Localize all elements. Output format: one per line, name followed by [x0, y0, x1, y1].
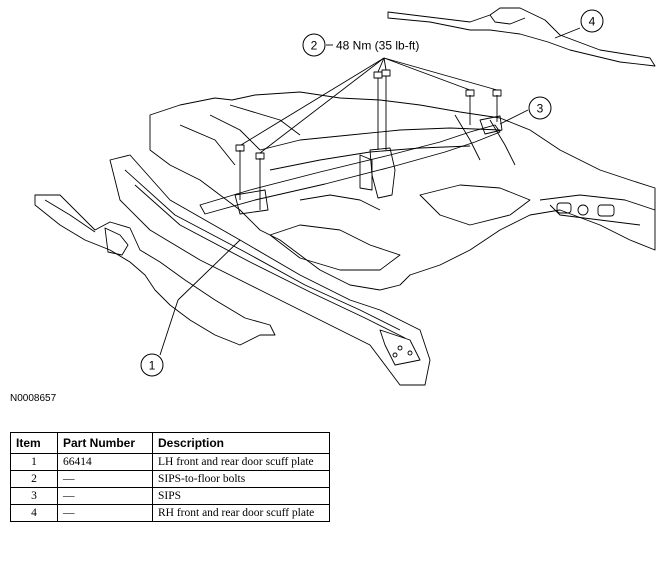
svg-text:4: 4: [589, 15, 596, 29]
parts-table: Item Part Number Description 1 66414 LH …: [10, 432, 330, 522]
callout-4: 4: [580, 9, 604, 33]
cell-description: SIPS: [152, 487, 330, 505]
figure-id: N0008657: [10, 393, 57, 404]
lh-scuff-plate: [34, 194, 276, 346]
cell-item: 3: [10, 487, 58, 505]
callout-2: 2 48 Nm (35 lb-ft): [302, 33, 419, 57]
table-row: 3 — SIPS: [10, 487, 330, 505]
callout-1: 1: [140, 353, 164, 377]
cell-description: RH front and rear door scuff plate: [152, 504, 330, 522]
header-description: Description: [152, 432, 330, 454]
svg-text:3: 3: [537, 102, 544, 116]
table-row: 2 — SIPS-to-floor bolts: [10, 470, 330, 488]
table-row: 4 — RH front and rear door scuff plate: [10, 504, 330, 522]
cell-item: 1: [10, 453, 58, 471]
sips-crossmember: [199, 124, 501, 215]
cell-description: SIPS-to-floor bolts: [152, 470, 330, 488]
svg-text:2: 2: [311, 39, 318, 53]
rh-scuff-plate: [387, 7, 656, 67]
table-row: 1 66414 LH front and rear door scuff pla…: [10, 453, 330, 471]
callout-3: 3: [528, 96, 552, 120]
cell-part-number: —: [57, 470, 153, 488]
floor-pan: [149, 91, 656, 291]
torque-spec: 48 Nm (35 lb-ft): [336, 39, 419, 53]
floor-pan-diagram: 1 2 48 Nm (35 lb-ft) 3 4: [34, 7, 656, 386]
header-part-number: Part Number: [57, 432, 153, 454]
cell-part-number: —: [57, 504, 153, 522]
svg-text:1: 1: [149, 359, 156, 373]
table-header-row: Item Part Number Description: [10, 432, 330, 454]
cell-part-number: 66414: [57, 453, 153, 471]
cell-description: LH front and rear door scuff plate: [152, 453, 330, 471]
cell-item: 4: [10, 504, 58, 522]
header-item: Item: [10, 432, 58, 454]
cell-part-number: —: [57, 487, 153, 505]
cell-item: 2: [10, 470, 58, 488]
